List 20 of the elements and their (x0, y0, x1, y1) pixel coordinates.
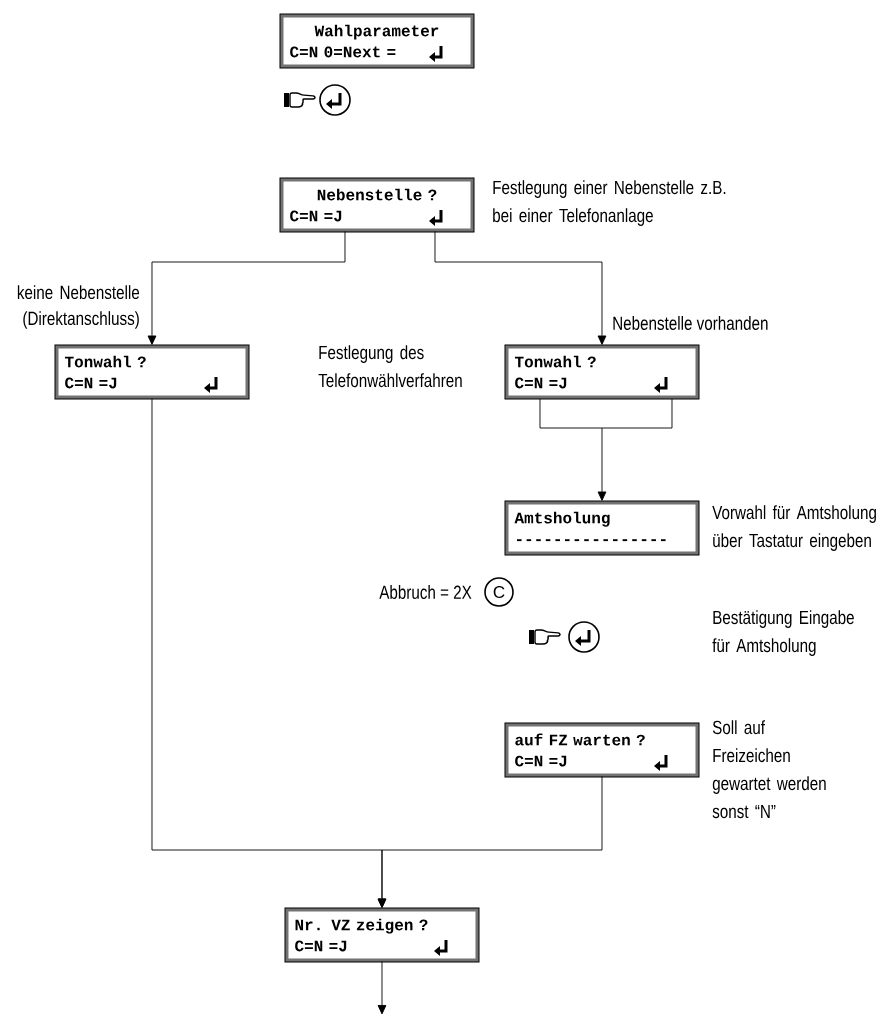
note: Festlegung des Telefonwählverfahren (318, 345, 462, 388)
display-box: auf FZ warten ? C=N =J (504, 722, 700, 778)
arrow (147, 231, 346, 345)
display-box: Tonwahl ? C=N =J (54, 344, 250, 400)
arrow (377, 961, 387, 1015)
note: Abbruch = 2X (379, 585, 472, 599)
display-box: Wahlparameter C=N 0=Next = (279, 13, 475, 69)
display-box: Amtsholung ---------------- (504, 500, 700, 556)
arrow (434, 231, 607, 345)
edge-label: keine Nebenstelle (Direktanschluss) (17, 285, 140, 329)
annotation: Vorwahl für Amtsholung über Tastatur eingeben (712, 505, 876, 551)
note: Bestätigung Eingabe für Amtsholung (712, 610, 854, 656)
arrow (539, 398, 673, 501)
display-box: Tonwahl ? C=N =J (504, 344, 700, 400)
display-box: Nr. VZ zeigen ? C=N =J (284, 907, 480, 963)
edge-label: Nebenstelle vorhanden (613, 316, 768, 330)
display-box: Nebenstelle ? C=N =J (279, 177, 475, 233)
annotation: Festlegung einer Nebenstelle z.B. bei einer Telefonanlage (493, 180, 726, 226)
arrow (377, 776, 603, 908)
annotation: Soll auf Freizeichen gewartet werden sonst “N” (712, 720, 826, 819)
